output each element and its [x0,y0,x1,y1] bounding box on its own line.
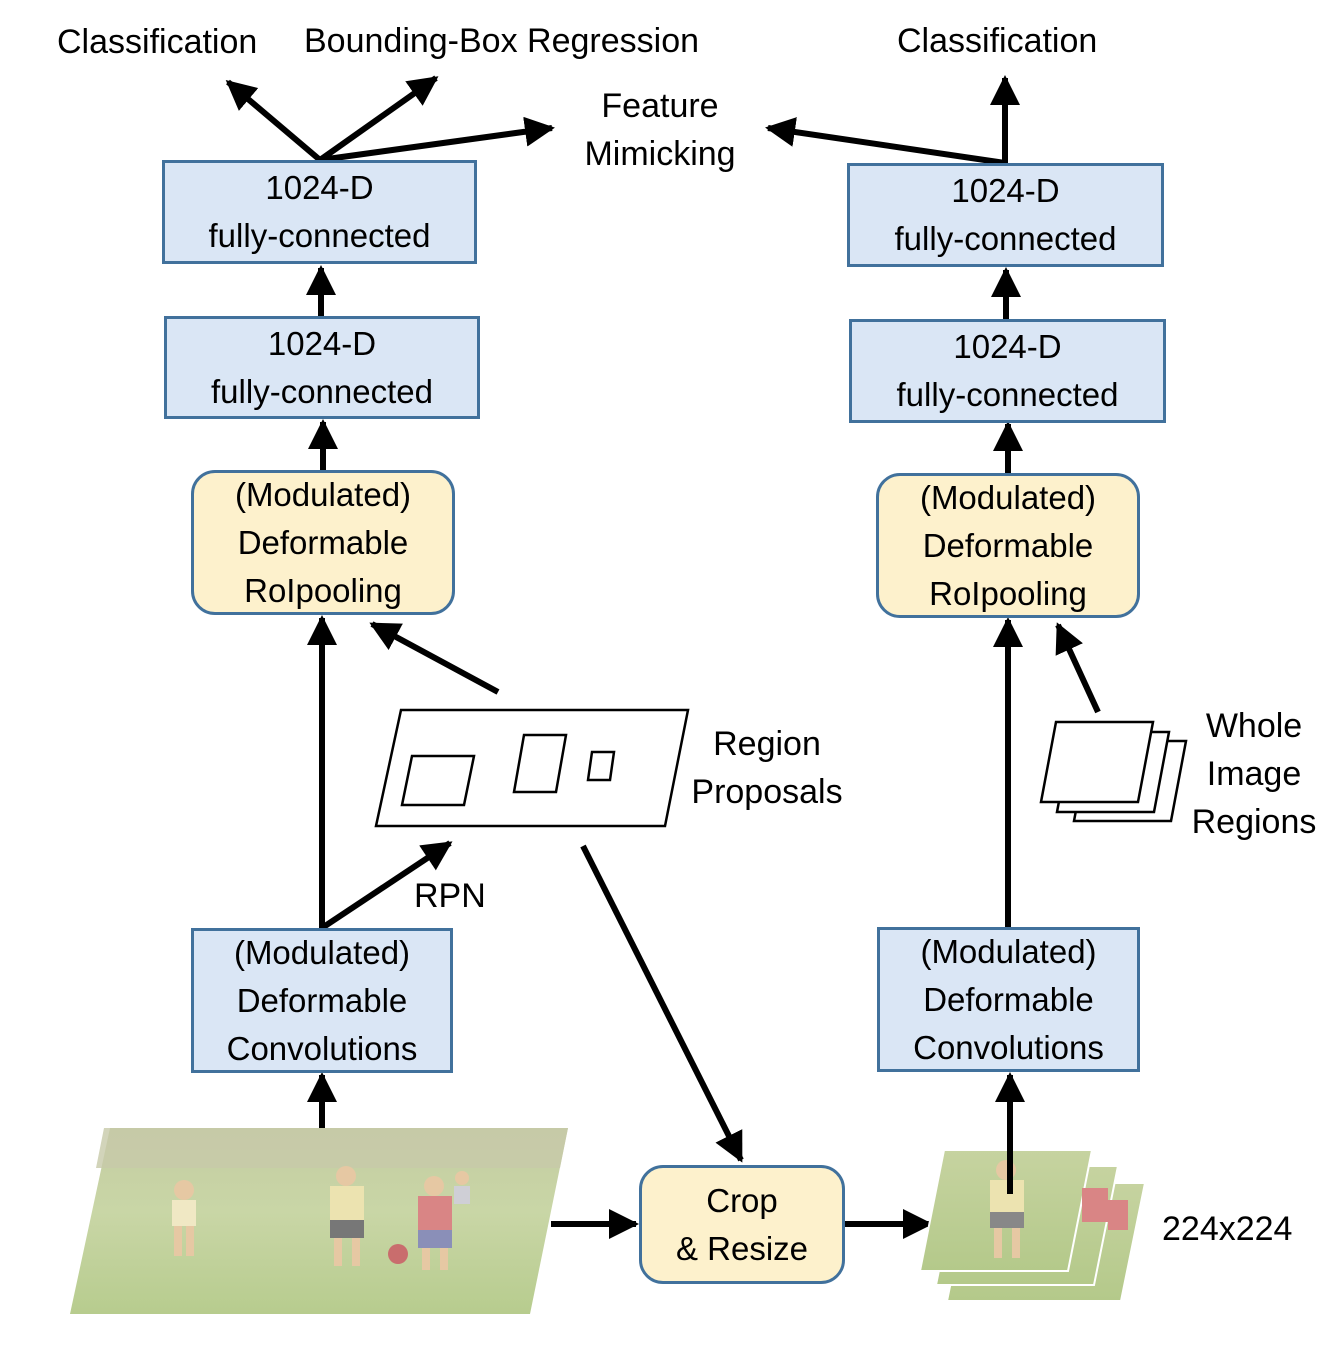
arrow-right-to-mimicking [765,117,1006,166]
whole-image-regions-label: Whole Image Regions [1184,702,1324,846]
feature-mimicking-line-1: Feature [601,87,719,125]
right-fc-top-box: 1024-D fully-connected [847,163,1164,267]
region-proposals-line-2: Proposals [691,773,843,811]
region-proposals-line-1: Region [713,725,821,763]
bbox-regression-label: Bounding-Box Regression [304,22,700,60]
whole-image-regions-line-3: Regions [1191,803,1317,841]
feature-mimicking-line-2: Mimicking [584,135,736,173]
right-roipool-line-3: RoIpooling [929,574,1087,612]
right-conv-line-3: Convolutions [913,1028,1104,1066]
arrow-whole-to-roi [1055,622,1101,714]
region-proposals-label: Region Proposals [684,720,850,816]
left-fc-top-line-2: fully-connected [208,217,431,254]
crop-resize-line-1: Crop [706,1181,778,1219]
right-conv-line-1: (Modulated) [920,932,1097,970]
right-fc-bottom-line-1: 1024-D [953,328,1062,365]
right-fc-top-line-1: 1024-D [951,172,1060,209]
left-conv-line-2: Deformable [236,981,408,1019]
right-roipool-line-2: Deformable [922,526,1094,564]
crop-resize-box: Crop & Resize [639,1165,845,1284]
right-fc-bottom-box: 1024-D fully-connected [849,319,1166,423]
right-fc-top-line-2: fully-connected [894,220,1117,257]
arrow-left-to-mimicking [319,116,555,163]
classification-left-label: Classification [57,23,258,61]
left-conv-box: (Modulated) Deformable Convolutions [191,928,453,1073]
left-conv-line-1: (Modulated) [233,933,411,971]
arrow-to-classification-left [225,79,322,163]
right-fc-bottom-line-2: fully-connected [896,376,1119,413]
left-roipool-line-3: RoIpooling [244,571,402,609]
arrow-proposals-to-roi [369,621,500,695]
input-photo [70,1128,568,1314]
left-conv-line-3: Convolutions [226,1029,418,1067]
classification-right-label: Classification [897,22,1098,60]
left-fc-bottom-line-1: 1024-D [267,324,377,362]
right-roipool-box: (Modulated) Deformable RoIpooling [876,473,1140,618]
left-fc-top-line-1: 1024-D [265,169,374,206]
left-roipool-line-1: (Modulated) [234,475,412,513]
right-conv-line-2: Deformable [923,980,1094,1018]
left-fc-bottom-box: 1024-D fully-connected [164,316,480,419]
left-roipool-line-2: Deformable [237,523,409,561]
arrow-rpn [320,840,453,931]
region-proposals-shape [374,708,690,828]
arrow-proposals-to-crop [580,844,744,1163]
cropped-patches-stack [918,1149,1147,1302]
left-roipool-box: (Modulated) Deformable RoIpooling [191,470,455,615]
arrow-to-bbox-regression [318,75,439,163]
crop-resize-line-2: & Resize [675,1229,809,1267]
right-roipool-line-1: (Modulated) [919,478,1097,516]
whole-image-regions-line-2: Image [1206,755,1302,793]
feature-mimicking-label: Feature Mimicking [570,82,750,178]
right-conv-box: (Modulated) Deformable Convolutions [877,927,1140,1072]
left-fc-bottom-line-2: fully-connected [211,372,433,410]
left-fc-top-box: 1024-D fully-connected [162,160,477,264]
whole-image-regions-stack [1039,720,1188,823]
rpn-label: RPN [414,877,486,915]
size-label: 224x224 [1162,1210,1293,1248]
whole-image-regions-line-1: Whole [1205,707,1303,745]
